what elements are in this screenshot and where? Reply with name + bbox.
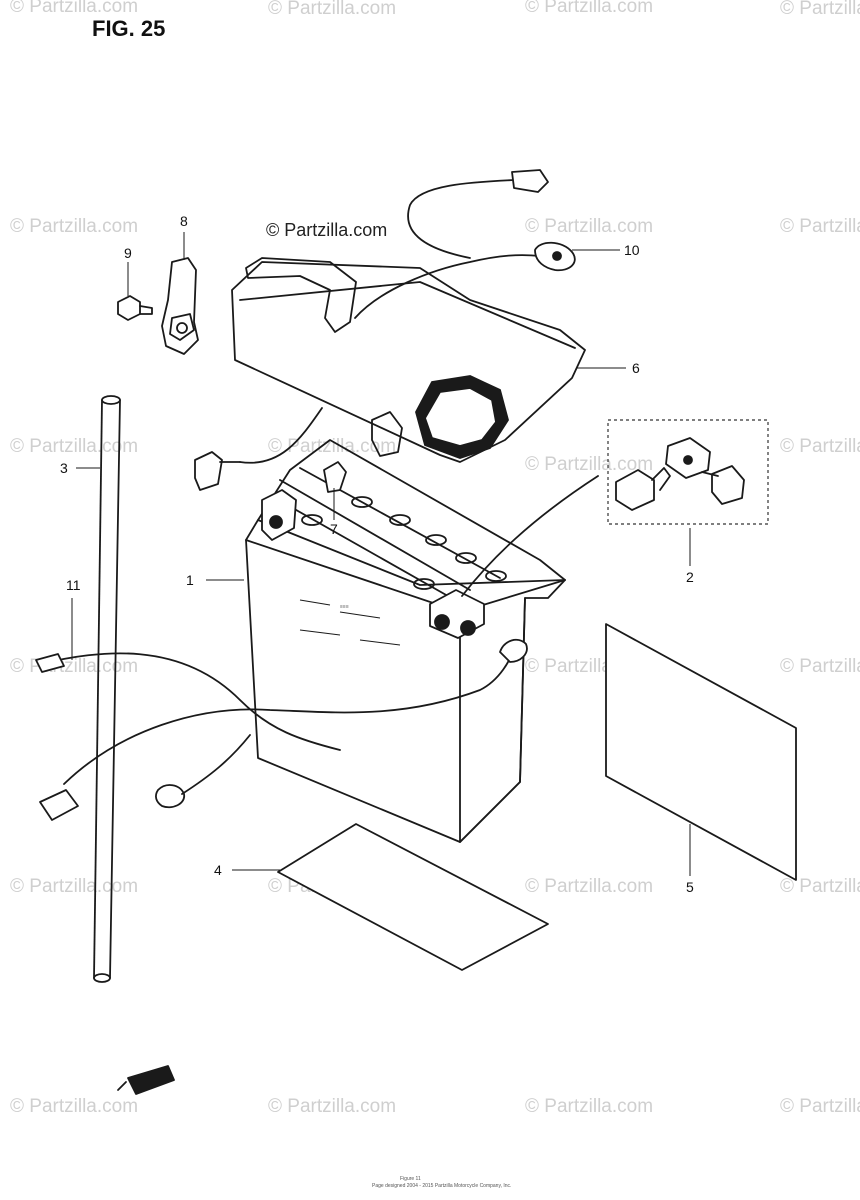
- footer-line-1: Figure 11: [400, 1176, 421, 1182]
- figure-title: FIG. 25: [92, 16, 165, 41]
- watermark: © Partzilla.com: [780, 0, 860, 19]
- callout-4: 4: [214, 862, 222, 878]
- callout-3: 3: [60, 460, 68, 476]
- watermark: © Partzilla.com: [525, 0, 653, 17]
- battery-mat: [277, 823, 549, 971]
- callout-11: 11: [66, 577, 81, 593]
- watermark: © Partzilla.com: [525, 876, 653, 897]
- battery-lead-wire: [354, 169, 576, 319]
- callout-10: 10: [624, 242, 640, 258]
- watermark-layer: © Partzilla.com © Partzilla.com © Partzi…: [10, 0, 860, 1117]
- callouts: 1 2 3 4 5 6 7 8 9 10 11: [60, 213, 694, 895]
- watermark: © Partzilla.com: [780, 216, 860, 237]
- battery-plate: [605, 623, 797, 881]
- watermark: © Partzilla.com: [780, 1096, 860, 1117]
- callout-5: 5: [686, 879, 694, 895]
- watermark: © Partzilla.com: [268, 1096, 396, 1117]
- watermark: © Partzilla.com: [780, 876, 860, 897]
- watermark: © Partzilla.com: [268, 0, 396, 19]
- callout-1: 1: [186, 572, 194, 588]
- bolt: [117, 295, 153, 321]
- watermark: © Partzilla.com: [10, 656, 138, 677]
- watermark: © Partzilla.com: [10, 876, 138, 897]
- watermark: © Partzilla.com: [780, 656, 860, 677]
- watermark: © Partzilla.com: [10, 436, 138, 457]
- front-arrow-mark: [117, 1065, 175, 1095]
- battery-cable-harness: [35, 638, 528, 821]
- callout-2: 2: [686, 569, 694, 585]
- battery-cover: [231, 257, 586, 463]
- watermark: © Partzilla.com: [268, 436, 396, 457]
- terminal-set: [607, 419, 769, 525]
- watermark: © Partzilla.com: [525, 216, 653, 237]
- footer-line-2: Page designed 2004 - 2015 Partzilla Moto…: [372, 1183, 511, 1189]
- callout-7: 7: [330, 521, 338, 537]
- cover-bracket: [161, 257, 199, 355]
- watermark: © Partzilla.com: [10, 1096, 138, 1117]
- ground-lead: [194, 407, 347, 493]
- watermark: © Partzilla.com: [10, 0, 138, 17]
- battery-label-marking: ≡≡≡: [340, 604, 349, 610]
- watermark: © Partzilla.com: [525, 1096, 653, 1117]
- positive-cable: [461, 475, 599, 597]
- leader-lines: [71, 232, 691, 876]
- callout-9: 9: [124, 245, 132, 261]
- brand-credit: © Partzilla.com: [266, 220, 387, 240]
- callout-8: 8: [180, 213, 188, 229]
- watermark: © Partzilla.com: [780, 436, 860, 457]
- watermark: © Partzilla.com: [10, 216, 138, 237]
- watermark: © Partzilla.com: [525, 454, 653, 475]
- callout-6: 6: [632, 360, 640, 376]
- battery: ≡≡≡: [245, 439, 566, 843]
